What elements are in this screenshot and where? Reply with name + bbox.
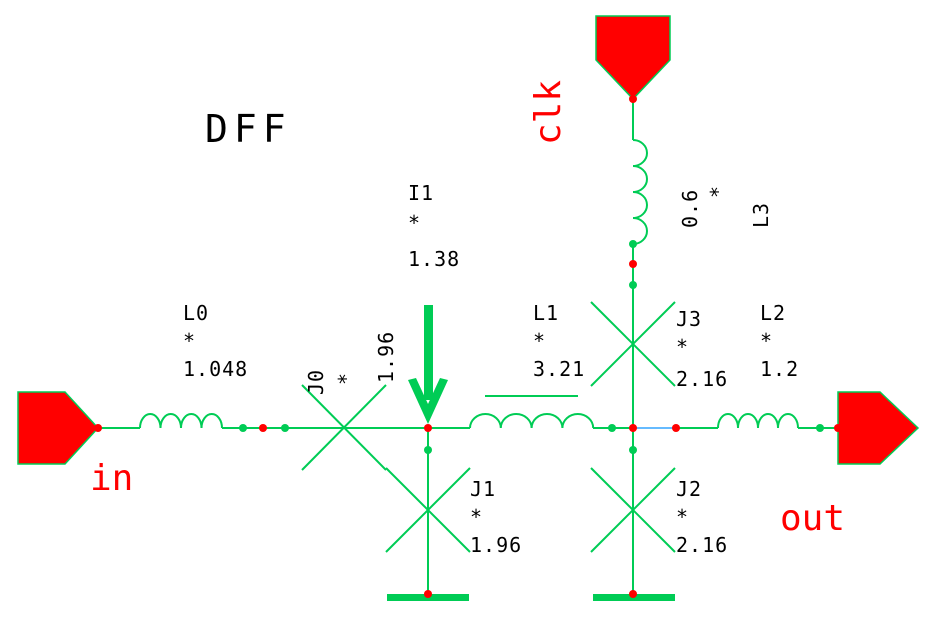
L0-name: L0 bbox=[183, 301, 209, 325]
J1-star: * bbox=[470, 505, 483, 529]
output-pin[interactable] bbox=[837, 391, 920, 465]
junction-J3[interactable] bbox=[590, 301, 676, 387]
inductor-L3[interactable] bbox=[632, 99, 648, 428]
J0-star: * bbox=[334, 372, 358, 385]
L1-name: L1 bbox=[533, 301, 559, 325]
current-source-I1[interactable] bbox=[408, 305, 448, 424]
L3-value: 0.6 bbox=[678, 189, 702, 228]
inductor-L1[interactable] bbox=[469, 395, 595, 429]
L1-value: 3.21 bbox=[533, 357, 585, 381]
L2-name: L2 bbox=[760, 301, 786, 325]
L0-value: 1.048 bbox=[183, 357, 248, 381]
clock-pin[interactable] bbox=[595, 15, 671, 101]
I1-name: I1 bbox=[408, 181, 434, 205]
L3-name: L3 bbox=[749, 202, 773, 228]
input-pin[interactable] bbox=[17, 391, 100, 465]
J2-value: 2.16 bbox=[676, 533, 728, 557]
schematic-title: DFF bbox=[205, 107, 292, 151]
J2-star: * bbox=[676, 505, 689, 529]
connection-dots-red bbox=[94, 95, 842, 598]
I1-value: 1.38 bbox=[408, 247, 460, 271]
output-pin-label: out bbox=[780, 498, 845, 539]
I1-star: * bbox=[408, 211, 421, 235]
L0-star: * bbox=[183, 329, 196, 353]
input-pin-label: in bbox=[90, 458, 133, 499]
inductor-L2[interactable] bbox=[717, 413, 799, 429]
J0-value: 1.96 bbox=[374, 331, 398, 383]
J3-value: 2.16 bbox=[676, 367, 728, 391]
connection-dots-green bbox=[239, 240, 824, 454]
inductor-L0[interactable] bbox=[139, 413, 223, 429]
L2-star: * bbox=[760, 329, 773, 353]
J1-name: J1 bbox=[470, 477, 496, 501]
junction-J1[interactable] bbox=[385, 428, 471, 594]
J3-star: * bbox=[676, 335, 689, 359]
J1-value: 1.96 bbox=[470, 533, 522, 557]
J2-name: J2 bbox=[676, 477, 702, 501]
junction-J0[interactable] bbox=[301, 384, 387, 471]
L1-star: * bbox=[533, 329, 546, 353]
L3-star: * bbox=[706, 185, 730, 198]
L2-value: 1.2 bbox=[760, 357, 799, 381]
clock-pin-label: clk bbox=[528, 80, 569, 145]
J3-name: J3 bbox=[676, 307, 702, 331]
junction-J2[interactable] bbox=[590, 428, 676, 594]
J0-name: J0 bbox=[304, 369, 328, 395]
